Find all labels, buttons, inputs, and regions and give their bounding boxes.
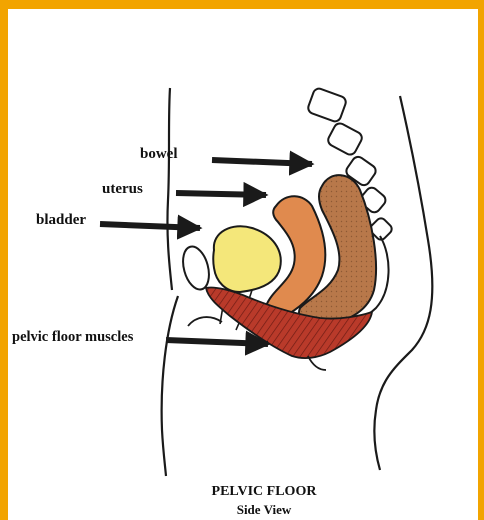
arrow-bladder bbox=[100, 224, 200, 228]
pubic-bone bbox=[179, 244, 214, 293]
arrow-bowel bbox=[212, 160, 312, 164]
label-pelvic-floor-muscles: pelvic floor muscles bbox=[12, 329, 133, 346]
thigh-front-outline bbox=[162, 296, 178, 476]
label-bladder: bladder bbox=[36, 212, 86, 229]
caption-title: PELVIC FLOOR bbox=[22, 484, 484, 500]
caption-subtitle: Side View bbox=[22, 502, 484, 518]
arrow-uterus bbox=[176, 193, 266, 195]
back-outline bbox=[374, 96, 432, 470]
arrow-pelvic-floor bbox=[166, 340, 268, 344]
bladder-organ bbox=[213, 226, 281, 292]
label-uterus: uterus bbox=[102, 181, 143, 198]
buttock-outline bbox=[188, 317, 222, 326]
abdomen-outline bbox=[167, 88, 172, 290]
label-bowel: bowel bbox=[140, 146, 178, 163]
